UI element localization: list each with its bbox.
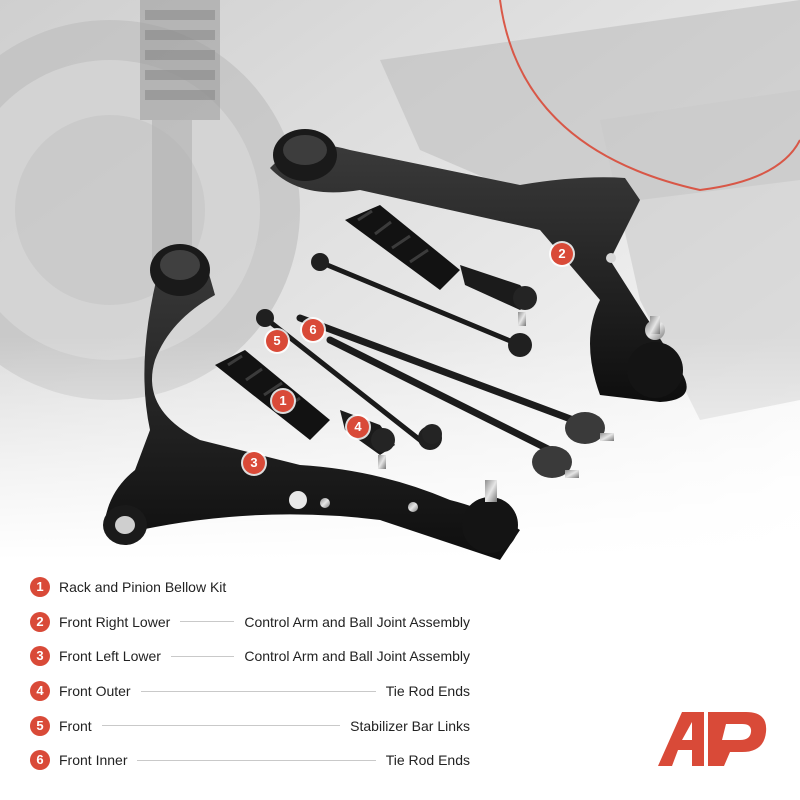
legend-label: Front Left Lower xyxy=(59,648,161,665)
legend-description: Control Arm and Ball Joint Assembly xyxy=(244,648,470,665)
legend-row: 4 Front Outer Tie Rod Ends xyxy=(30,674,470,709)
legend-description: Control Arm and Ball Joint Assembly xyxy=(244,613,470,630)
legend-number: 2 xyxy=(30,611,50,632)
legend-number: 6 xyxy=(30,750,50,771)
leader-line xyxy=(170,655,235,657)
callout-5: 5 xyxy=(266,330,288,352)
legend-label: Rack and Pinion Bellow Kit xyxy=(59,579,227,596)
legend-number: 4 xyxy=(30,681,50,702)
leader-line xyxy=(101,725,341,727)
callout-2: 2 xyxy=(551,243,573,265)
leader-line xyxy=(140,690,376,692)
leader-line xyxy=(137,759,376,761)
callout-6: 6 xyxy=(302,319,324,341)
legend-number: 3 xyxy=(30,646,50,667)
legend-number: 5 xyxy=(30,715,50,736)
legend-row: 2 Front Right Lower Control Arm and Ball… xyxy=(30,605,470,640)
callout-4: 4 xyxy=(347,416,369,438)
parts-illustration xyxy=(0,0,800,560)
legend-row: 5 Front Stabilizer Bar Links xyxy=(30,708,470,743)
legend-label: Front Right Lower xyxy=(59,613,171,630)
legend-label: Front xyxy=(59,717,92,734)
legend-description: Stabilizer Bar Links xyxy=(350,717,470,734)
callout-1: 1 xyxy=(272,390,294,412)
legend-description: Tie Rod Ends xyxy=(385,683,470,700)
legend-description: Tie Rod Ends xyxy=(385,752,470,769)
legend-row: 1 Rack and Pinion Bellow Kit xyxy=(30,570,470,605)
legend-number: 1 xyxy=(30,577,50,598)
leader-line xyxy=(180,621,235,623)
callout-3: 3 xyxy=(243,452,265,474)
legend-row: 6 Front Inner Tie Rod Ends xyxy=(30,743,470,778)
parts-legend: 1 Rack and Pinion Bellow Kit 2 Front Rig… xyxy=(30,570,470,778)
legend-label: Front Outer xyxy=(59,683,131,700)
legend-row: 3 Front Left Lower Control Arm and Ball … xyxy=(30,639,470,674)
brand-logo-icon xyxy=(658,712,767,766)
legend-label: Front Inner xyxy=(59,752,128,769)
